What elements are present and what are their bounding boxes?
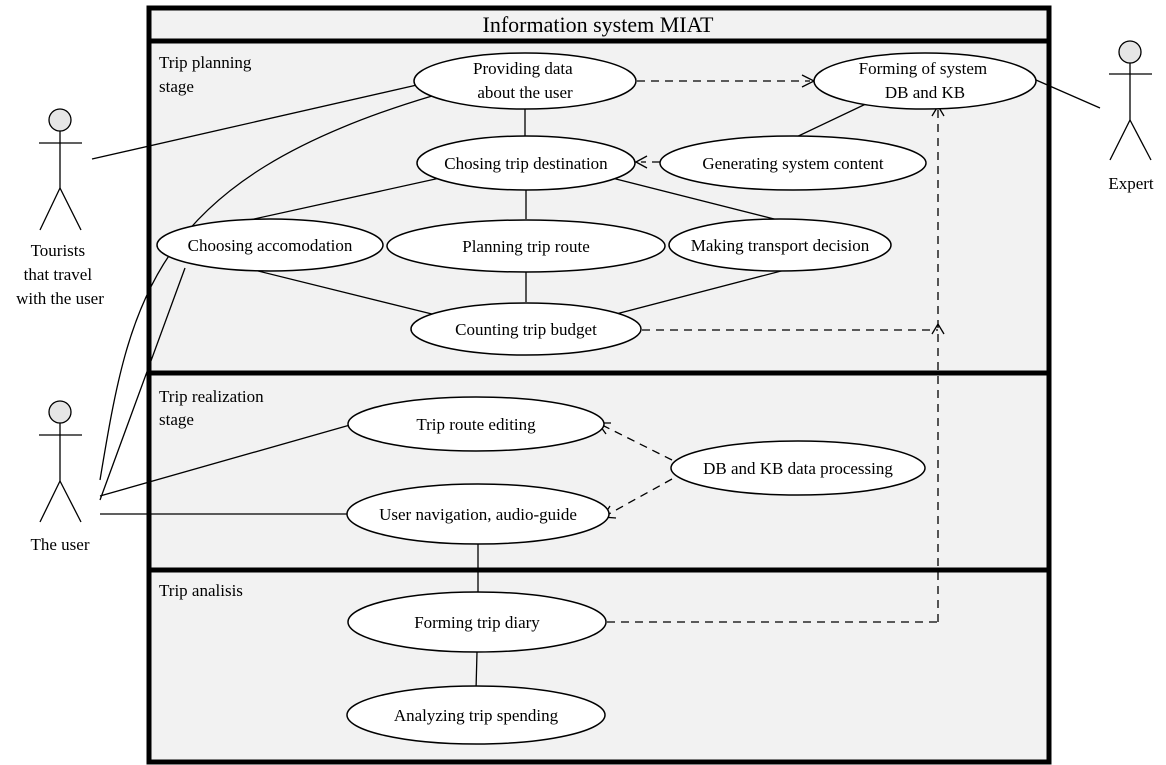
stage-label-realization: Trip realization stage bbox=[159, 387, 268, 429]
stage-label-analysis: Trip analisis bbox=[159, 581, 243, 600]
svg-text:Making transport decision: Making transport decision bbox=[691, 236, 870, 255]
actor-head bbox=[48, 400, 72, 424]
use-case-route-editing: Trip route editing bbox=[347, 396, 605, 452]
stage-label-planning: Trip planning stage bbox=[159, 53, 256, 96]
svg-text:Generating system content: Generating system content bbox=[702, 154, 884, 173]
svg-text:Forming of system DB and: Forming of system DB and KB bbox=[859, 59, 992, 102]
use-case-navigation: User navigation, audio-guide bbox=[346, 483, 610, 545]
assoc-diary-spending bbox=[475, 651, 478, 691]
assoc-expert-forming-db bbox=[1035, 79, 1101, 109]
use-case-transport-decision: Making transport decision bbox=[668, 218, 892, 272]
svg-text:Providing data about the: Providing data about the user bbox=[473, 59, 577, 102]
use-case-forming-db: Forming of system DB and KB bbox=[813, 52, 1037, 110]
assoc-accommodation-budget bbox=[249, 268, 441, 317]
assoc-transport-budget bbox=[615, 269, 786, 315]
svg-text:Chosing trip destination: Chosing trip destination bbox=[444, 154, 608, 173]
actor-head bbox=[48, 108, 72, 132]
actor-user-label: The user bbox=[30, 535, 89, 554]
actor-head bbox=[1118, 40, 1142, 64]
assoc-tourists-providing bbox=[91, 81, 431, 160]
actor-tourists-label: Tourists that travel with the user bbox=[16, 241, 104, 308]
assoc-destination-accommodation bbox=[244, 177, 441, 222]
use-case-choosing-accommodation: Choosing accomodation bbox=[156, 218, 384, 272]
svg-text:User navigation, audio-guide: User navigation, audio-guide bbox=[379, 505, 577, 524]
assoc-forming-db-generating bbox=[789, 101, 871, 141]
system-title: Information system MIAT bbox=[483, 12, 715, 37]
svg-text:Trip route editing: Trip route editing bbox=[416, 415, 536, 434]
arrowhead-budget-vertical bbox=[931, 322, 945, 335]
use-case-providing-data: Providing data about the user bbox=[413, 52, 637, 110]
use-case-analyzing-spending: Analyzing trip spending bbox=[346, 685, 606, 745]
actor-expert: Expert bbox=[1108, 40, 1154, 193]
dep-processing-navigation bbox=[606, 478, 673, 516]
use-case-choosing-destination: Chosing trip destination bbox=[416, 135, 636, 191]
use-case-generating-content: Generating system content bbox=[659, 135, 927, 191]
system-boundary bbox=[146, 5, 1052, 765]
svg-text:DB and KB data processing: DB and KB data processing bbox=[703, 459, 893, 478]
svg-text:Planning trip route: Planning trip route bbox=[462, 237, 589, 256]
actor-user: The user bbox=[30, 400, 90, 554]
use-case-forming-diary: Forming trip diary bbox=[347, 591, 607, 653]
assoc-destination-transport bbox=[611, 177, 783, 222]
assoc-user-route-editing bbox=[99, 424, 351, 497]
arrowhead-destination bbox=[634, 155, 648, 169]
assoc-user-accommodation bbox=[99, 267, 186, 501]
use-case-counting-budget: Counting trip budget bbox=[410, 302, 642, 356]
use-case-db-processing: DB and KB data processing bbox=[670, 440, 926, 496]
svg-text:Analyzing trip spending: Analyzing trip spending bbox=[394, 706, 559, 725]
actor-tourists: Tourists that travel with the user bbox=[16, 108, 104, 308]
associations bbox=[91, 79, 1101, 691]
system-title-bar bbox=[146, 5, 1052, 44]
actor-expert-label: Expert bbox=[1108, 174, 1154, 193]
svg-text:Counting trip budget: Counting trip budget bbox=[455, 320, 597, 339]
svg-text:Forming trip diary: Forming trip diary bbox=[414, 613, 540, 632]
use-case-planning-route: Planning trip route bbox=[386, 219, 666, 273]
svg-text:Choosing accomodation: Choosing accomodation bbox=[188, 236, 353, 255]
